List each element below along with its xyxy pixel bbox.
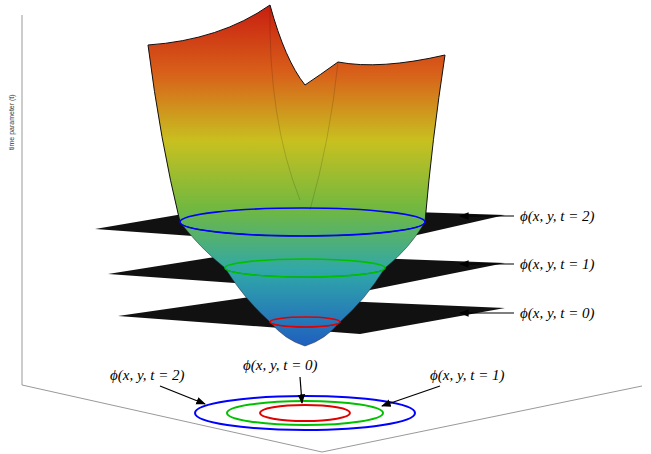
contour-line: [195, 396, 415, 430]
contour-label: ϕ(x, y, t = 2): [110, 366, 185, 384]
contour-line: [225, 259, 385, 277]
surface: [148, 5, 445, 236]
level-set-label: ϕ(x, y, t = 1): [520, 255, 595, 273]
contour-line: [227, 401, 383, 425]
level-set-label: ϕ(x, y, t = 2): [520, 207, 595, 225]
contour-line: [260, 405, 350, 421]
contour-line: [270, 317, 340, 327]
contour-label: ϕ(x, y, t = 0): [243, 356, 318, 374]
level-set-label: ϕ(x, y, t = 0): [520, 304, 595, 322]
leader-lines: [160, 216, 514, 406]
contour-label: ϕ(x, y, t = 1): [430, 366, 505, 384]
axis-label: time parameter (t): [8, 94, 16, 150]
contour-line: [180, 208, 425, 236]
